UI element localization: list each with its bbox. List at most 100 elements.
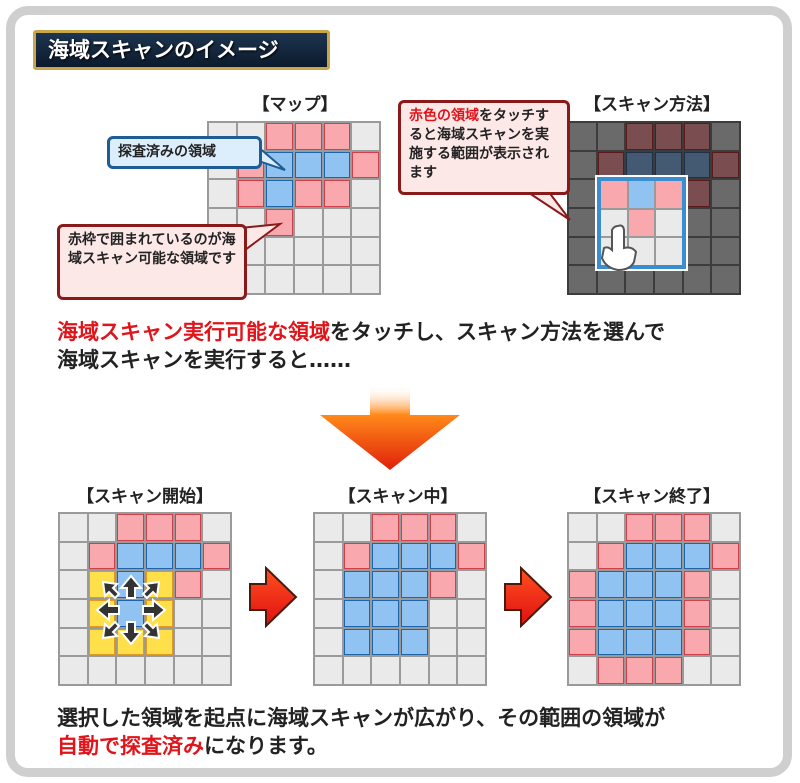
grid-cell-empty [294,237,322,265]
grid-cell-scannable [294,123,322,150]
grid-cell-explored [117,542,144,570]
callout-explored: 探査済みの領域 [107,136,262,169]
grid-cell-empty [60,628,87,656]
grid-cell-empty [352,180,379,207]
grid-cell-scannable [569,599,596,627]
grid-cell-explored [400,571,428,598]
grid-cell-scannable [597,542,625,570]
grid-cell-explored [626,542,653,570]
grid-cell-empty [203,628,230,656]
grid-cell-scannable [145,514,173,541]
expand-arrows-icon [95,574,167,646]
grid-cell-scannable [628,209,655,237]
grid-cell-scannable [683,180,711,207]
grid-cell-empty [323,208,351,236]
grid-cell-empty [174,628,202,656]
grid-cell-scannable [654,657,682,684]
grid-cell-empty [429,657,457,684]
grid-cell-explored [654,542,682,570]
grid-cell-scannable [266,123,293,150]
grid-cell-scannable [343,542,371,570]
grid-cell-scannable [654,123,682,150]
grid-cell-explored [145,542,173,570]
grid-cell-scannable [117,514,144,541]
grid-cell-scannable [683,628,711,656]
right-arrow-icon [249,566,298,628]
scan-progress-grid [313,512,487,686]
grid-cell-empty [88,657,116,684]
grid-cell-scannable [626,657,653,684]
grid-cell-explored [597,599,625,627]
grid-cell-empty [569,123,596,150]
grid-cell-empty [266,237,293,265]
grid-cell-empty [683,208,711,236]
grid-cell-explored [343,628,371,656]
grid-cell-explored [654,628,682,656]
grid-cell-empty [294,208,322,236]
grid-cell-scannable [654,514,682,541]
grid-cell-explored [372,542,399,570]
grid-cell-explored [626,151,653,179]
grid-cell-empty [654,266,682,293]
step-label-finished: 【スキャン終了】 [584,487,720,507]
grid-cell-empty [117,657,144,684]
grid-cell-scannable [569,628,596,656]
grid-cell-explored [626,628,653,656]
grid-cell-scannable [712,151,739,179]
grid-cell-scannable [683,514,711,541]
grid-cell-empty [712,123,739,150]
grid-cell-empty [712,208,739,236]
grid-cell-scannable [626,123,653,150]
grid-cell-empty [60,571,87,598]
result-line2: 自動で探査済みになります。 [57,730,328,760]
grid-cell-explored [654,571,682,598]
grid-cell-empty [60,599,87,627]
grid-cell-empty [174,599,202,627]
grid-cell-empty [458,657,485,684]
grid-cell-empty [203,571,230,598]
grid-cell-empty [458,599,485,627]
grid-cell-empty [569,237,596,265]
grid-cell-explored [294,151,322,179]
grid-cell-scannable [597,151,625,179]
down-arrow-icon [320,385,460,470]
callout-touch-text: をタッチすると海域スキャンを実施する範囲が表示されます [409,108,549,181]
grid-cell-empty [712,599,739,627]
grid-cell-empty [683,266,711,293]
grid-cell-scannable [429,571,457,598]
grid-cell-empty [569,180,596,207]
grid-cell-empty [323,266,351,293]
grid-cell-scannable [323,123,351,150]
grid-cell-explored [372,599,399,627]
grid-cell-empty [343,514,371,541]
grid-cell-empty [174,657,202,684]
grid-cell-empty [429,599,457,627]
grid-cell-scannable [294,180,322,207]
grid-cell-empty [203,514,230,541]
map-label: 【マップ】 [252,95,338,115]
grid-cell-empty [203,599,230,627]
scan-finished-grid [567,512,741,686]
grid-cell-empty [712,571,739,598]
grid-cell-empty [60,514,87,541]
grid-cell-empty [343,657,371,684]
step-label-start: 【スキャン開始】 [77,487,213,507]
grid-cell-empty [712,657,739,684]
result-line1: 選択した領域を起点に海域スキャンが広がり、その範囲の領域が [57,706,666,730]
grid-cell-empty [712,628,739,656]
grid-cell-empty [569,208,596,236]
grid-cell-empty [315,514,342,541]
grid-cell-empty [323,237,351,265]
grid-cell-scannable [597,657,625,684]
grid-cell-empty [60,542,87,570]
grid-cell-explored [372,628,399,656]
callout-touch: 赤色の領域をタッチすると海域スキャンを実施する範囲が表示されます [398,100,570,195]
grid-cell-empty [315,542,342,570]
grid-cell-empty [145,657,173,684]
grid-cell-empty [315,599,342,627]
grid-cell-scannable [712,542,739,570]
grid-cell-empty [458,628,485,656]
grid-cell-empty [372,657,399,684]
grid-cell-scannable [323,180,351,207]
grid-cell-scannable [569,571,596,598]
